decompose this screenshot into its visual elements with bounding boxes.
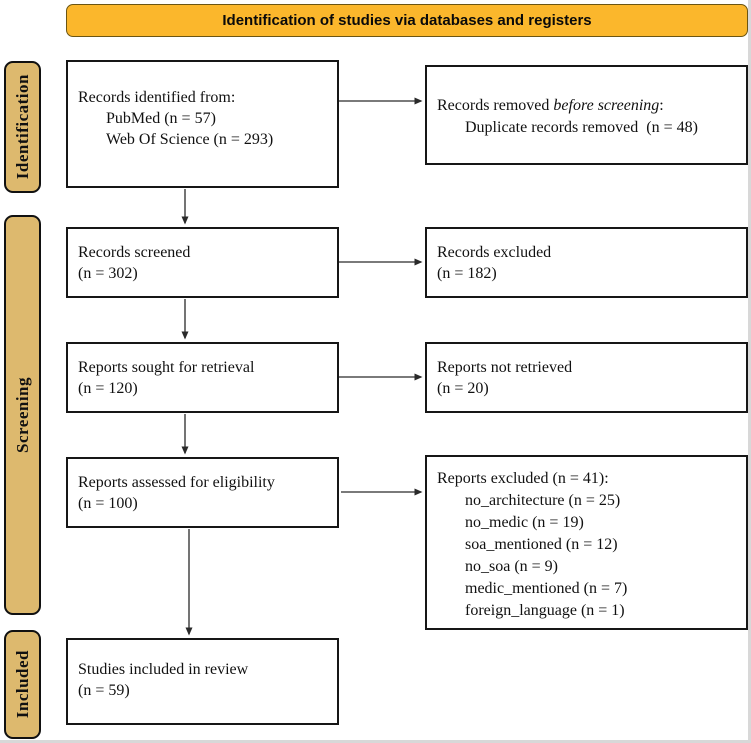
box-records-screened: Records screened (n = 302)	[66, 227, 339, 298]
records-removed-post: :	[659, 97, 664, 114]
box-reports-excluded-reason: foreign_language (n = 1)	[465, 602, 625, 619]
box-records-identified-line: Web Of Science (n = 293)	[106, 131, 274, 148]
box-reports-sought-line: (n = 120)	[78, 380, 138, 397]
box-reports-excluded-reason: no_architecture (n = 25)	[465, 492, 621, 509]
stage-label-screening-text: Screening	[12, 377, 32, 453]
box-reports-not-retrieved-line: (n = 20)	[437, 380, 489, 397]
stage-label-included-text: Included	[12, 650, 32, 719]
box-reports-excluded-reasons: Reports excluded (n = 41): no_architectu…	[425, 455, 748, 630]
box-studies-included-line: (n = 59)	[78, 682, 130, 699]
box-reports-excluded-header: Reports excluded (n = 41):	[437, 470, 609, 487]
stage-label-included: Included	[4, 630, 41, 739]
box-studies-included-line: Studies included in review	[78, 661, 249, 678]
box-studies-included: Studies included in review (n = 59)	[66, 638, 339, 725]
box-reports-not-retrieved-line: Reports not retrieved	[437, 359, 573, 376]
box-reports-excluded-reason: medic_mentioned (n = 7)	[465, 580, 628, 597]
box-reports-assessed: Reports assessed for eligibility (n = 10…	[66, 457, 339, 528]
box-records-removed: Records removed before screening: Duplic…	[425, 65, 748, 165]
box-records-identified-line: Records identified from:	[78, 89, 236, 106]
box-records-excluded: Records excluded (n = 182)	[425, 227, 748, 298]
box-records-excluded-line: Records excluded	[437, 244, 552, 261]
box-records-identified-line: PubMed (n = 57)	[106, 110, 216, 127]
box-reports-assessed-line: (n = 100)	[78, 495, 138, 512]
box-records-excluded-line: (n = 182)	[437, 265, 497, 282]
banner-title: Identification of studies via databases …	[222, 12, 592, 29]
box-records-screened-line: Records screened	[78, 244, 191, 261]
stage-label-screening: Screening	[4, 215, 41, 615]
box-records-removed-line: Records removed before screening:	[437, 95, 740, 117]
banner: Identification of studies via databases …	[66, 4, 748, 37]
box-reports-excluded-reason: no_soa (n = 9)	[465, 558, 559, 575]
stage-label-identification-text: Identification	[12, 74, 32, 180]
box-reports-assessed-line: Reports assessed for eligibility	[78, 474, 275, 491]
stage-label-identification: Identification	[4, 61, 41, 193]
box-reports-excluded-reason: soa_mentioned (n = 12)	[465, 536, 618, 553]
box-records-screened-line: (n = 302)	[78, 265, 138, 282]
box-reports-not-retrieved: Reports not retrieved (n = 20)	[425, 342, 748, 413]
box-reports-sought-line: Reports sought for retrieval	[78, 359, 255, 376]
records-removed-italic: before screening	[553, 97, 660, 114]
box-records-removed-line: Duplicate records removed (n = 48)	[465, 119, 698, 136]
box-reports-excluded-reason: no_medic (n = 19)	[465, 514, 584, 531]
records-removed-pre: Records removed	[437, 97, 554, 114]
box-records-identified: Records identified from: PubMed (n = 57)…	[66, 60, 339, 188]
box-reports-sought: Reports sought for retrieval (n = 120)	[66, 342, 339, 413]
